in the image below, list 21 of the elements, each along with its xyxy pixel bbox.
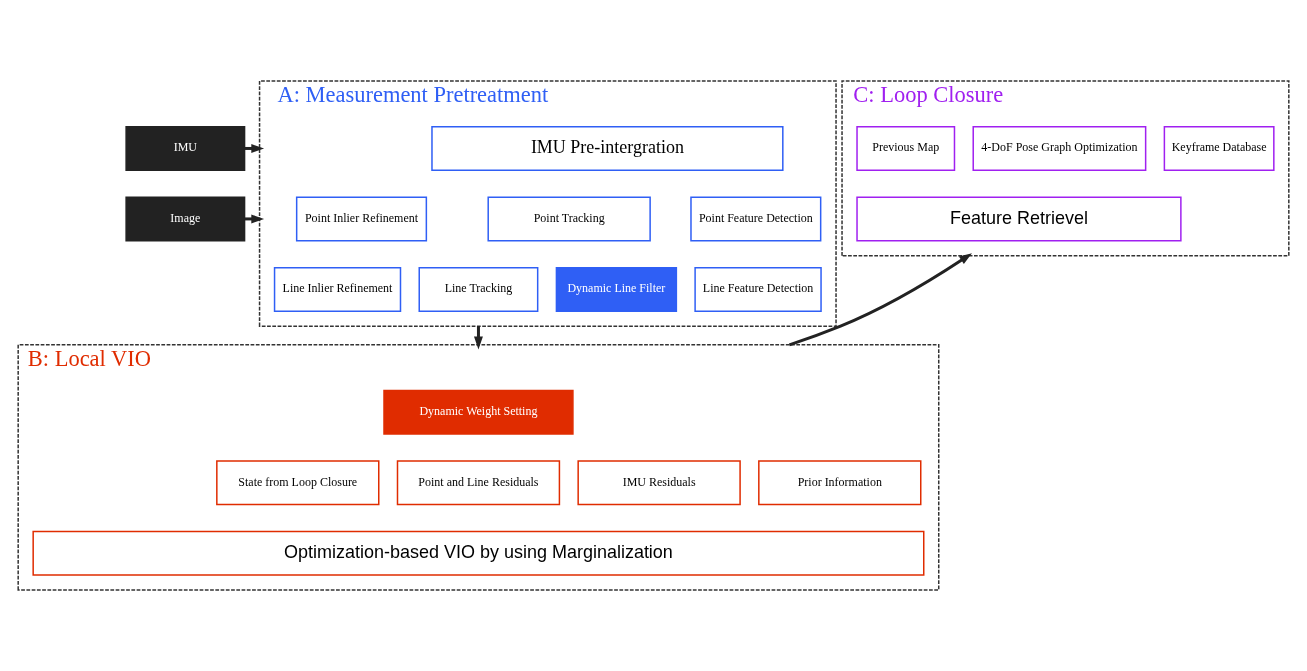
node-box: Dynamic Line Filter	[555, 266, 678, 312]
node-box: Point Tracking	[487, 196, 651, 242]
node-box: IMU Pre-intergration	[431, 125, 784, 171]
node-box: Point Inlier Refinement	[295, 196, 428, 242]
node-box: IMU	[125, 125, 246, 171]
node-box: Previous Map	[856, 125, 956, 171]
arrow	[474, 326, 483, 350]
node-box: Line Inlier Refinement	[273, 266, 402, 312]
node-box: Optimization-based VIO by using Marginalization	[32, 530, 925, 576]
node-box: State from Loop Closure	[216, 460, 380, 506]
node-box: Line Feature Detection	[694, 266, 822, 312]
node-box: Image	[125, 196, 246, 242]
node-box: 4-DoF Pose Graph Optimization	[972, 125, 1147, 171]
node-box: Point Feature Detection	[690, 196, 822, 242]
node-box: Feature Retrievel	[856, 196, 1182, 242]
node-box: Dynamic Weight Setting	[383, 389, 574, 435]
node-box: Line Tracking	[418, 266, 539, 312]
node-box: Keyframe Database	[1163, 125, 1275, 171]
node-box: Prior Information	[758, 460, 922, 506]
node-box: IMU Residuals	[577, 460, 741, 506]
node-box: Point and Line Residuals	[396, 460, 561, 506]
